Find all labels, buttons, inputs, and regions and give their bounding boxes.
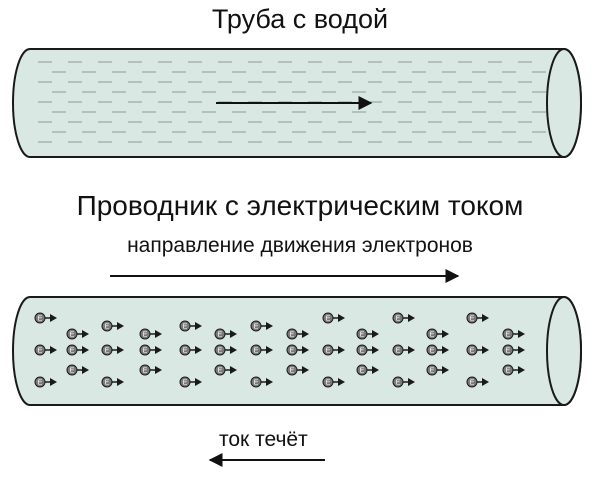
electron: E [322,312,345,324]
electron-symbol: E [430,332,435,339]
electron-symbol: E [506,332,511,339]
electron: E [466,312,489,324]
electron-symbol: E [218,348,223,355]
electron-symbol: E [38,380,43,387]
electron-symbol: E [290,348,295,355]
conductor-title: Проводник с электрическим током [76,190,524,221]
electron-symbol: E [396,380,401,387]
electron: E [426,344,449,356]
water-pipe [12,48,582,158]
electron: E [322,376,345,388]
water-pipe-title: Труба с водой [211,4,389,34]
electron-symbol: E [326,316,331,323]
electron: E [34,344,57,356]
water-pipe-end [546,48,582,158]
electron-symbol: E [143,332,148,339]
electron: E [250,344,273,356]
electron: E [392,344,415,356]
electron: E [356,344,379,356]
electron: E [392,376,415,388]
electron: E [66,328,89,340]
electron: E [502,364,525,376]
electron-symbol: E [254,324,259,331]
electron-symbol: E [360,348,365,355]
electron-symbol: E [360,332,365,339]
electron: E [139,328,162,340]
conductor-wire: E E E E E E E E E E E E E E E E E E E E E E E E E E E E E E E E E E E E E E E E… [12,296,582,406]
electron: E [322,344,345,356]
electron-symbol: E [254,380,259,387]
electron-symbol: E [326,348,331,355]
electron: E [356,328,379,340]
electron-symbol: E [396,348,401,355]
electron-symbol: E [183,348,188,355]
electron: E [502,344,525,356]
electron: E [214,344,237,356]
electron-symbol: E [105,324,110,331]
conductor-end [546,296,582,406]
electron-symbol: E [105,380,110,387]
electron-symbol: E [290,368,295,375]
electron: E [392,312,415,324]
electron: E [214,328,237,340]
electron: E [466,344,489,356]
electron-symbol: E [396,316,401,323]
electron: E [250,376,273,388]
water-flow-dashes [38,61,546,143]
electron: E [426,364,449,376]
electron-symbol: E [218,368,223,375]
electron: E [101,320,124,332]
electron-symbol: E [470,316,475,323]
electron-symbol: E [506,368,511,375]
electron-symbol: E [218,332,223,339]
electron-symbol: E [183,380,188,387]
electron-symbol: E [70,332,75,339]
electron: E [139,344,162,356]
electron: E [101,376,124,388]
electron-symbol: E [470,380,475,387]
electron-direction-label: направление движения электронов [127,234,473,257]
electron-symbol: E [506,348,511,355]
electron-symbol: E [430,368,435,375]
electron-symbol: E [143,368,148,375]
electron: E [466,376,489,388]
electron: E [139,364,162,376]
electron: E [214,364,237,376]
electron-symbol: E [38,348,43,355]
electron-symbol: E [38,316,43,323]
electron: E [426,328,449,340]
electron: E [179,344,202,356]
electron-symbol: E [70,348,75,355]
electron: E [286,328,309,340]
electron-symbol: E [254,348,259,355]
electron-symbol: E [430,348,435,355]
electron: E [179,320,202,332]
electron: E [34,376,57,388]
electron: E [101,344,124,356]
electron-symbol: E [360,368,365,375]
electron-symbol: E [143,348,148,355]
electron-symbol: E [326,380,331,387]
electron: E [66,344,89,356]
electron-symbol: E [290,332,295,339]
electron: E [286,344,309,356]
electron: E [250,320,273,332]
electron: E [66,364,89,376]
electron-symbol: E [70,368,75,375]
electron-symbol: E [470,348,475,355]
electron: E [179,376,202,388]
electron-symbol: E [183,324,188,331]
electron-symbol: E [105,348,110,355]
electron: E [286,364,309,376]
electron: E [356,364,379,376]
electron: E [502,328,525,340]
electrons: E E E E E E E E E E E E E E E E E E E E E E E E E E E E E E E E E E E E E E E E… [34,312,525,388]
current-direction-label: ток течёт [219,428,308,451]
electron: E [34,312,57,324]
